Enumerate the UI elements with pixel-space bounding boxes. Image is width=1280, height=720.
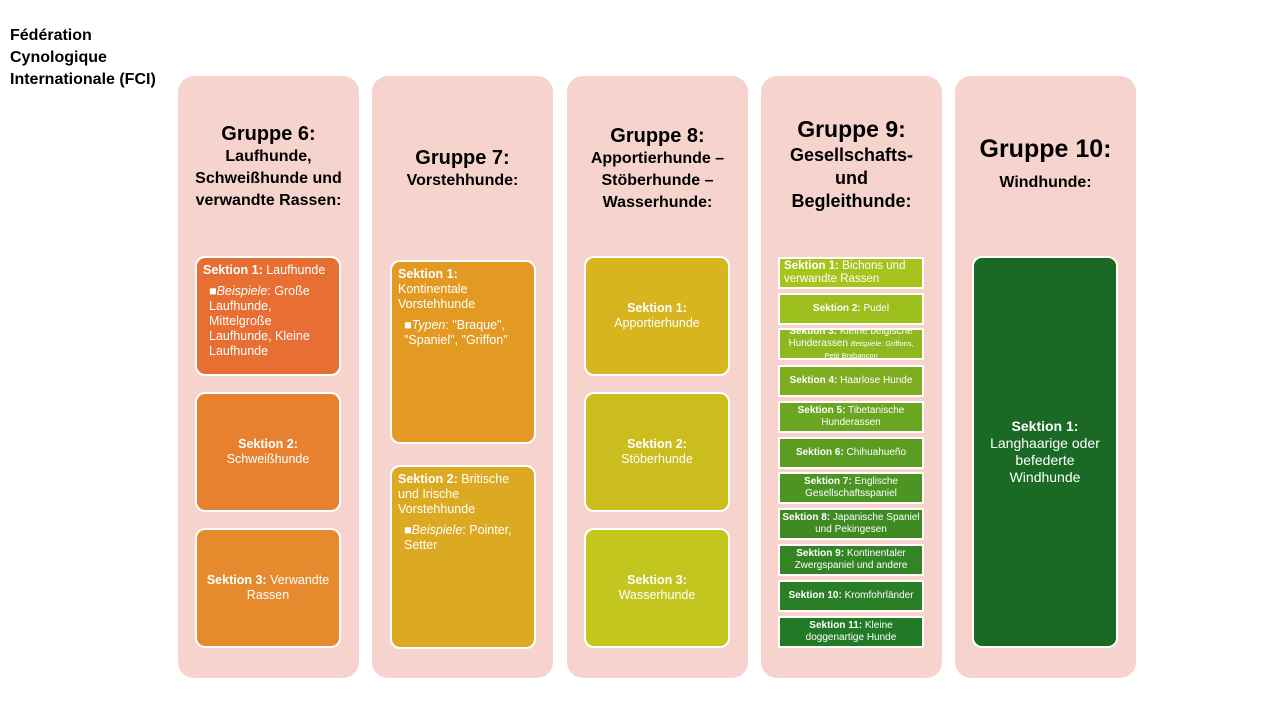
example-label: Beispiele [850,339,882,348]
group-8-heading: Gruppe 8: Apportierhunde – Stöberhunde –… [573,124,742,214]
org-title: Fédération Cynologique Internationale (F… [10,25,156,91]
group-9-section-10: Sektion 10: Kromfohrländer [778,580,924,612]
section-title: Sektion 10: [788,590,842,601]
section-name: Chihuahueño [846,447,907,458]
group-8-subtitle-2: Stöberhunde – [601,172,714,189]
section-name: Haarlose Hunde [840,375,913,386]
group-10-section-1: Sektion 1: Langhaarige oder befederte Wi… [972,256,1118,648]
section-name: Englische Gesellschaftsspaniel [805,476,898,499]
section-title: Sektion 3: [789,328,838,337]
group-10-panel: Gruppe 10: Windhunde: Sektion 1: Langhaa… [955,76,1136,678]
section-title: Sektion 2: [398,472,458,486]
section-name: Apportierhunde [614,316,700,330]
group-6-subtitle-1: Laufhunde, [225,148,312,165]
group-8-number: Gruppe 8: [610,125,705,147]
section-name: Stöberhunde [621,452,693,466]
group-6-section-3: Sektion 3: Verwandte Rassen [195,528,341,648]
group-9-section-9: Sektion 9: Kontinentaler Zwergspaniel un… [778,544,924,576]
section-title: Sektion 3: [206,573,267,587]
group-7-panel: Gruppe 7: Vorstehhunde: Sektion 1: Konti… [372,76,553,678]
group-8-section-2: Sektion 2: Stöberhunde [584,392,730,512]
section-name: Laufhunde [266,263,326,277]
group-9-section-4: Sektion 4: Haarlose Hunde [778,365,924,397]
section-title: Sektion 11: [809,620,863,631]
section-title: Sektion 1: [627,301,687,315]
group-6-subtitle-2: Schweißhunde und [195,170,342,187]
section-title: Sektion 7: [804,476,852,487]
group-10-subtitle-1: Windhunde: [999,174,1092,191]
group-9-subtitle-2: und [835,167,868,188]
section-name: Verwandte Rassen [246,573,330,602]
group-9-section-8: Sektion 8: Japanische Spaniel und Peking… [778,508,924,540]
group-9-panel: Gruppe 9: Gesellschafts- und Begleithund… [761,76,942,678]
section-title: Sektion 2: [238,437,298,451]
example-label: Typen [411,318,446,332]
section-title: Sektion 6: [795,447,844,458]
group-9-section-6: Sektion 6: Chihuahueño [778,437,924,469]
section-title: Sektion 2: [627,437,687,451]
group-8-section-1: Sektion 1: Apportierhunde [584,256,730,376]
group-7-section-1: Sektion 1: Kontinentale Vorstehhunde ■Ty… [390,260,536,444]
example-text: : "Braque", "Spaniel", "Griffon" [404,318,508,347]
org-title-line-3: Internationale (FCI) [10,71,156,88]
section-title: Sektion 9: [796,548,845,559]
group-6-panel: Gruppe 6: Laufhunde, Schweißhunde und ve… [178,76,359,678]
section-name: Kontinentaler Zwergspaniel und andere [794,548,908,571]
group-6-subtitle-3: verwandte Rassen: [195,192,342,209]
group-9-section-2: Sektion 2: Pudel [778,293,924,325]
example-text: : Pointer, Setter [404,523,512,552]
section-name: Langhaarige oder befederte Windhunde [990,435,1100,485]
group-6-section-1: Sektion 1: Laufhunde ■Beispiele: Große L… [195,256,341,376]
section-title: Sektion 1: [398,267,458,281]
group-8-subtitle-1: Apportierhunde – [590,150,725,167]
example-text: : Große Laufhunde, Mittelgroße Laufhunde… [209,284,310,358]
group-7-heading: Gruppe 7: Vorstehhunde: [378,146,547,192]
section-name: Schweißhunde [226,452,310,466]
group-7-number: Gruppe 7: [415,147,510,169]
example-text: : Griffons, Petit Brabançon [824,339,914,360]
org-title-line-1: Fédération [10,27,92,44]
section-name: Kromfohrländer [844,590,914,601]
org-title-line-2: Cynologique [10,49,107,66]
section-name: Bichons und verwandte Rassen [784,260,906,285]
group-8-section-3: Sektion 3: Wasserhunde [584,528,730,648]
group-7-section-2: Sektion 2: Britische und Irische Vorsteh… [390,465,536,649]
group-9-section-11: Sektion 11: Kleine doggenartige Hunde [778,616,924,648]
group-6-number: Gruppe 6: [221,123,316,145]
section-title: Sektion 8: [782,512,831,523]
section-title: Sektion 5: [797,405,846,416]
group-6-heading: Gruppe 6: Laufhunde, Schweißhunde und ve… [184,122,353,212]
group-8-subtitle-3: Wasserhunde: [602,194,713,211]
group-9-subtitle-3: Begleithunde: [791,190,912,211]
group-10-number: Gruppe 10: [979,135,1112,163]
group-6-section-2: Sektion 2: Schweißhunde [195,392,341,512]
section-title: Sektion 3: [627,573,687,587]
section-title: Sektion 1: [784,260,839,272]
group-9-number: Gruppe 9: [797,116,906,142]
section-title: Sektion 4: [789,375,838,386]
group-9-subtitle-1: Gesellschafts- [789,144,914,165]
section-name: Pudel [863,303,890,314]
group-9-section-7: Sektion 7: Englische Gesellschaftsspanie… [778,472,924,504]
group-9-section-3: Sektion 3: Kleine belgische Hunderassen … [778,328,924,360]
section-name: Wasserhunde [618,588,696,602]
section-name: Kleine belgische Hunderassen [788,328,913,349]
section-title: Sektion 1: [1011,418,1079,434]
group-9-heading: Gruppe 9: Gesellschafts- und Begleithund… [767,116,936,213]
group-8-panel: Gruppe 8: Apportierhunde – Stöberhunde –… [567,76,748,678]
example-label: Beispiele [216,284,268,298]
section-title: Sektion 2: [812,303,861,314]
section-name: Tibetanische Hunderassen [821,405,905,428]
section-name: Kontinentale Vorstehhunde [398,282,476,311]
section-name: Japanische Spaniel und Pekingesen [815,512,920,535]
group-10-heading: Gruppe 10: Windhunde: [961,134,1130,194]
section-name: Britische und Irische Vorstehhunde [398,472,510,516]
section-title: Sektion 1: [203,263,263,277]
group-9-section-5: Sektion 5: Tibetanische Hunderassen [778,401,924,433]
section-name: Kleine doggenartige Hunde [805,620,897,643]
group-7-subtitle-1: Vorstehhunde: [406,172,519,189]
group-9-section-1: Sektion 1: Bichons und verwandte Rassen [778,257,924,289]
example-label: Beispiele [411,523,463,537]
